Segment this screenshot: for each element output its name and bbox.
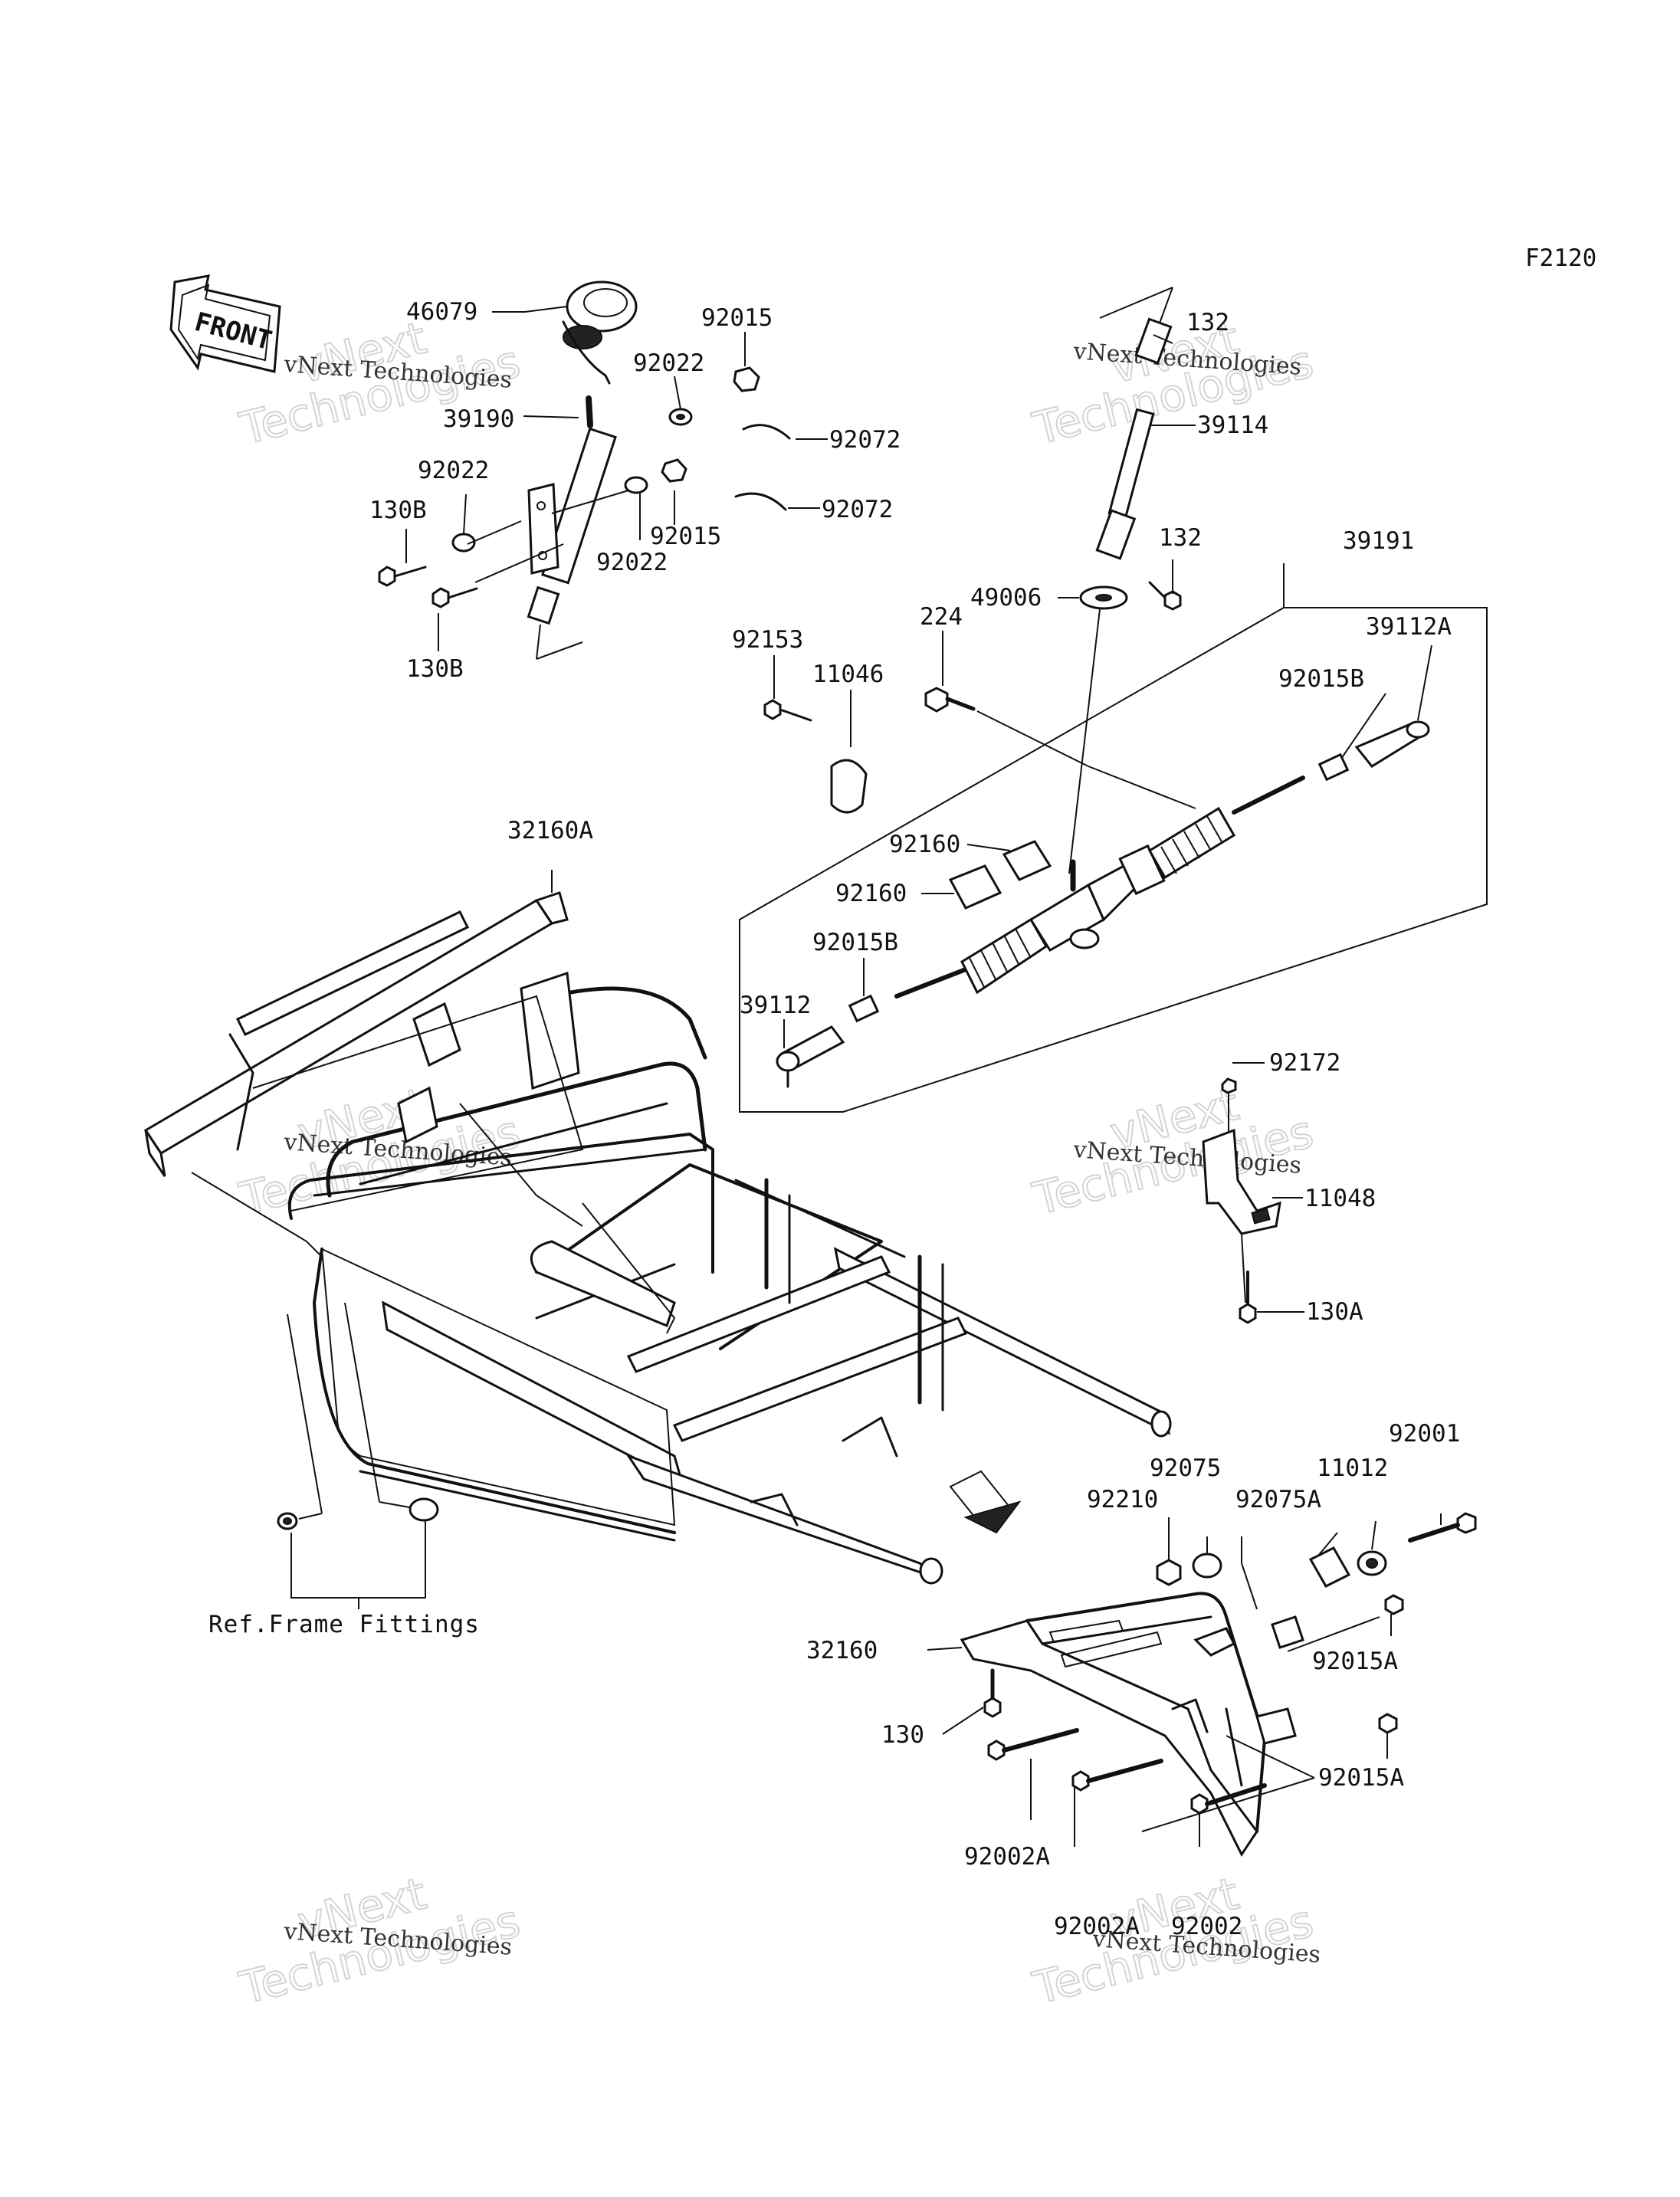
ref-frame-fittings: Ref.Frame Fittings	[208, 1302, 480, 1638]
label-92015a-a: 92015A	[1312, 1648, 1398, 1675]
label-11048: 11048	[1304, 1185, 1376, 1212]
label-92160-a: 92160	[889, 831, 960, 858]
watermark-bottom-left: vNext Technologies vNext Technologies	[234, 1867, 526, 2015]
label-130b-b: 130B	[406, 655, 464, 683]
universal-joint-lower	[1095, 509, 1137, 560]
universal-joint-upper	[1134, 317, 1173, 365]
label-92153: 92153	[732, 626, 803, 654]
label-92002a-a: 92002A	[964, 1843, 1050, 1871]
label-32160: 32160	[806, 1637, 878, 1664]
label-39112: 39112	[740, 992, 811, 1019]
label-92075a: 92075A	[1235, 1486, 1321, 1513]
label-32160a: 32160A	[507, 817, 593, 844]
label-132-a: 132	[1186, 309, 1229, 336]
label-92072-b: 92072	[822, 496, 893, 523]
steering-shaft-group	[1058, 287, 1196, 874]
boot-right	[1147, 806, 1236, 880]
label-39112a: 39112A	[1366, 613, 1452, 641]
label-92075: 92075	[1150, 1454, 1221, 1482]
label-130: 130	[881, 1721, 924, 1749]
bracket-part	[1202, 1128, 1281, 1235]
label-39190: 39190	[443, 405, 514, 433]
sub-frame-part	[960, 1619, 1258, 1857]
locknut-right	[1317, 753, 1350, 782]
steering-rack-group	[739, 563, 1488, 1113]
label-11046: 11046	[812, 661, 884, 688]
label-92022-b: 92022	[418, 457, 489, 484]
label-49006: 49006	[970, 584, 1042, 612]
label-132-b: 132	[1159, 524, 1202, 552]
label-92015a-b: 92015A	[1318, 1764, 1404, 1792]
side-rail-left	[625, 1454, 940, 1580]
label-92210: 92210	[1087, 1486, 1158, 1513]
boot-left	[960, 917, 1048, 995]
label-92072-a: 92072	[829, 426, 901, 454]
sub-frame-group	[927, 1512, 1477, 1857]
bushing-upper	[1002, 840, 1052, 881]
watermark-top-right: vNext Technologies vNext Technologies	[1027, 311, 1319, 456]
label-130a: 130A	[1306, 1298, 1363, 1326]
locknut-left	[848, 994, 880, 1023]
watermark-bottom-right: vNext Technologies vNext Technologies	[1027, 1867, 1321, 2015]
front-arrow-icon: FRONT	[169, 274, 281, 373]
label-92015-top: 92015	[701, 304, 773, 332]
part-labels: 46079 92015 92022 39190 92072 92022 130B…	[369, 298, 1460, 1940]
label-92172: 92172	[1269, 1049, 1340, 1077]
label-92022-a: 92022	[633, 349, 704, 377]
bracket-group	[1202, 1062, 1304, 1324]
label-130b-a: 130B	[369, 497, 427, 524]
label-39114: 39114	[1197, 412, 1268, 439]
label-92015b-a: 92015B	[1278, 665, 1364, 693]
bushing-lower	[948, 864, 1002, 910]
label-46079: 46079	[406, 298, 477, 326]
label-92002: 92002	[1171, 1913, 1242, 1940]
side-rail-right	[833, 1247, 1171, 1435]
main-frame	[143, 870, 1172, 1585]
label-39191: 39191	[1343, 527, 1414, 555]
label-224: 224	[920, 603, 963, 631]
clamp-part	[830, 759, 868, 814]
steering-column-group	[378, 280, 828, 660]
label-11012: 11012	[1317, 1454, 1388, 1482]
label-92015-mid: 92015	[650, 523, 721, 550]
label-92015b-b: 92015B	[812, 929, 898, 956]
label-92022-c: 92022	[596, 549, 668, 576]
label-92160-b: 92160	[835, 880, 907, 907]
watermark-mid-right: vNext Technologies vNext Technologies	[1027, 1077, 1319, 1226]
label-92002a-b: 92002A	[1054, 1913, 1140, 1940]
diagram-code: F2120	[1525, 244, 1596, 272]
ref-frame-fittings-caption: Ref.Frame Fittings	[208, 1611, 480, 1638]
rack-group-boundary	[739, 563, 1488, 1113]
label-92001: 92001	[1389, 1420, 1460, 1448]
